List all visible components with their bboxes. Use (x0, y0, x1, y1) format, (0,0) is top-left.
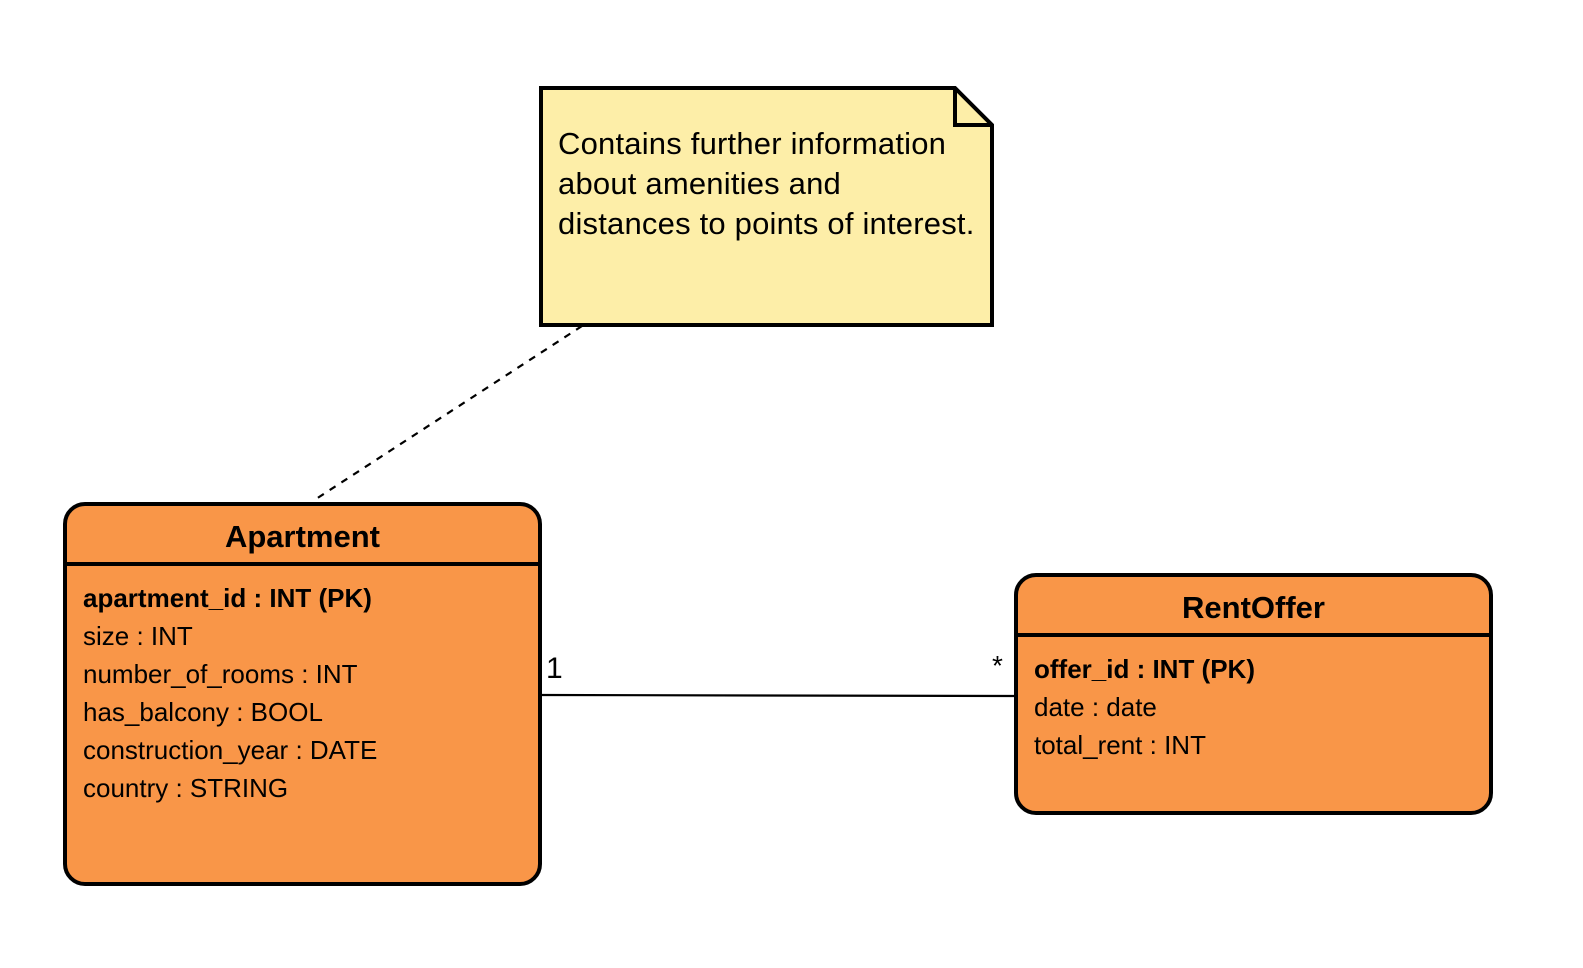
association-line[interactable] (541, 693, 1015, 698)
attribute-row: date : date (1034, 692, 1157, 722)
attribute-row: apartment_id : INT (PK) (83, 583, 372, 613)
note-shape (539, 86, 994, 327)
multiplicity-apartment: 1 (546, 652, 563, 685)
entity-title: Apartment (67, 506, 538, 566)
attribute-row: offer_id : INT (PK) (1034, 654, 1255, 684)
entity-title: RentOffer (1018, 577, 1489, 637)
attribute-row: total_rent : INT (1034, 730, 1206, 760)
annotation-note[interactable]: Contains further information about ameni… (539, 86, 994, 327)
attribute-row: construction_year : DATE (83, 735, 378, 765)
attribute-row: has_balcony : BOOL (83, 697, 323, 727)
entity-apartment[interactable]: Apartment apartment_id : INT (PK) size :… (63, 502, 542, 886)
entity-rentoffer[interactable]: RentOffer offer_id : INT (PK) date : dat… (1014, 573, 1493, 815)
note-anchor-line (315, 325, 583, 500)
entity-attributes: apartment_id : INT (PK) size : INT numbe… (67, 566, 538, 807)
multiplicity-rentoffer: * (992, 650, 1003, 681)
attribute-row: country : STRING (83, 773, 289, 803)
attribute-row: number_of_rooms : INT (83, 659, 358, 689)
entity-attributes: offer_id : INT (PK) date : date total_re… (1018, 637, 1489, 764)
attribute-row: size : INT (83, 621, 193, 651)
note-text: Contains further information about ameni… (558, 126, 975, 241)
